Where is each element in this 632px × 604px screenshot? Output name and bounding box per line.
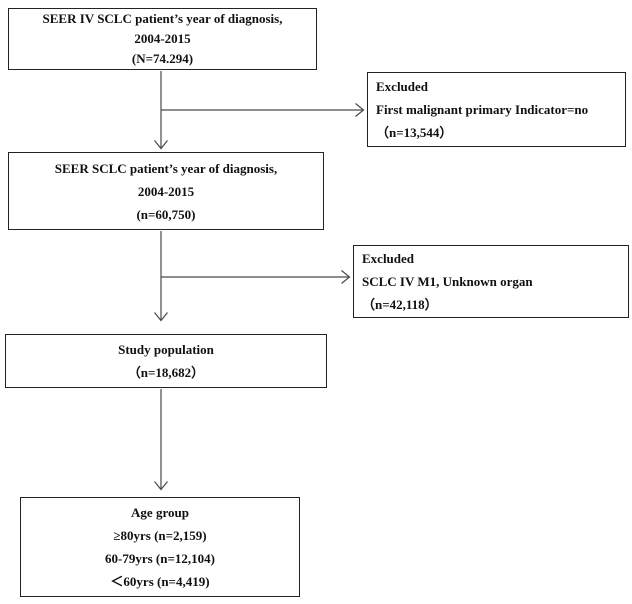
- excluded-label: Excluded: [376, 79, 429, 94]
- excluded-count: （n=42,118）: [362, 297, 438, 312]
- excluded-reason: First malignant primary Indicator=no: [376, 102, 589, 117]
- node-study-population: Study population （n=18,682）: [5, 334, 327, 388]
- node-count: （n=18,682）: [127, 365, 205, 380]
- node-excluded-m1: Excluded SCLC IV M1, Unknown organ （n=42…: [353, 245, 629, 318]
- node-years: 2004-2015: [137, 183, 195, 199]
- age-60-79: 60-79yrs (n=12,104): [105, 551, 215, 566]
- age-under60: ＜60yrs (n=4,419): [110, 574, 210, 589]
- node-title: Age group: [131, 505, 189, 520]
- arrowhead-right-icon: [341, 270, 351, 284]
- age-80plus: ≥80yrs (n=2,159): [113, 528, 207, 543]
- arrowhead-down-icon: [154, 312, 168, 322]
- excluded-reason: SCLC IV M1, Unknown organ: [362, 274, 533, 289]
- node-title: Study population: [118, 342, 214, 357]
- connector-study-population-to-age-group: [154, 389, 168, 491]
- arrowhead-right-icon: [355, 103, 365, 117]
- node-years: 2004-2015: [134, 31, 191, 46]
- excluded-label: Excluded: [362, 251, 415, 266]
- connector-to-excluded-first-malignant: [161, 103, 365, 117]
- node-count: (n=60,750): [136, 206, 196, 222]
- excluded-count: （n=13,544）: [376, 125, 453, 140]
- node-title: SEER IV SCLC patient’s year of diagnosis…: [42, 11, 283, 26]
- node-age-group: Age group ≥80yrs (n=2,159) 60-79yrs (n=1…: [20, 497, 300, 597]
- node-count: (N=74.294): [131, 51, 194, 66]
- node-title: SEER SCLC patient’s year of diagnosis,: [54, 160, 278, 176]
- node-seer-sclc: SEER SCLC patient’s year of diagnosis, 2…: [8, 152, 324, 230]
- connector-seer-iv-to-seer-sclc: [154, 71, 168, 150]
- connector-seer-sclc-to-study-population: [154, 231, 168, 322]
- arrowhead-down-icon: [154, 140, 168, 150]
- arrowhead-down-icon: [154, 481, 168, 491]
- connector-to-excluded-m1: [161, 270, 351, 284]
- node-excluded-first-malignant: Excluded First malignant primary Indicat…: [367, 72, 626, 147]
- node-seer-iv-sclc: SEER IV SCLC patient’s year of diagnosis…: [8, 8, 317, 70]
